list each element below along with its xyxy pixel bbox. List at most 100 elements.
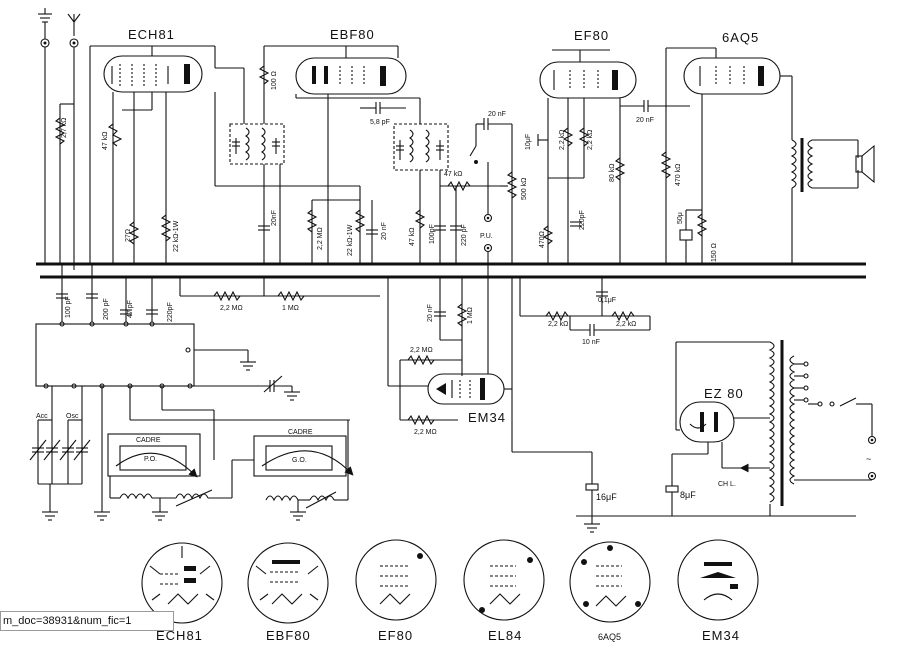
- r500k-label: 500 kΩ: [521, 178, 528, 200]
- power-transformer: [768, 340, 796, 506]
- mains-terminal-1: [867, 435, 877, 445]
- resistor-80k: [614, 157, 626, 181]
- antenna-icon: [67, 13, 81, 270]
- resistor-2m2: [306, 209, 318, 233]
- tube-ef80-label: EF80: [574, 28, 609, 43]
- c47pf-label: 47 pF: [127, 300, 134, 318]
- ac-symbol: ~: [866, 454, 871, 464]
- cadre-po: [107, 433, 201, 477]
- c220pf-c-label: 220pF: [167, 302, 174, 322]
- r47k-b-label: 47 kΩ: [444, 171, 462, 178]
- r100-label: 100 Ω: [271, 71, 278, 90]
- resistor-2m2-em34-b: [407, 414, 435, 426]
- c8uf-label: 8μF: [680, 490, 696, 500]
- pu-label: P.U.: [480, 233, 493, 240]
- r150-label: 150 Ω: [711, 243, 718, 262]
- r22m-b-label: 2,2 MΩ: [410, 347, 433, 354]
- po-label: P.O.: [144, 456, 157, 463]
- r22m-c-label: 2,2 MΩ: [414, 429, 437, 436]
- resistor-22k-1w-b: [354, 209, 366, 233]
- r22k1w-b-label: 22 kΩ-1W: [347, 224, 354, 256]
- tube-ef80: [539, 61, 637, 99]
- c01uf-label: 0,1μF: [598, 297, 616, 304]
- coil-go-1: [265, 495, 299, 502]
- r22k-a-label: 2,2 kΩ: [559, 130, 566, 150]
- url-fragment: m_doc=38931&num_fic=1: [0, 611, 174, 631]
- resistor-47k: [107, 123, 123, 147]
- c16uf-label: 16μF: [596, 492, 617, 502]
- r470k-label: 470 kΩ: [675, 164, 682, 186]
- cadre-go: [253, 435, 347, 477]
- r470-label: 470Ω: [539, 231, 546, 248]
- socket-6aq5-label: 6AQ5: [598, 632, 621, 642]
- r27-label: 27Ω: [125, 229, 132, 242]
- tube-6aq5-label: 6AQ5: [722, 30, 759, 45]
- osc-label: Osc: [66, 413, 79, 420]
- mains-switch: [839, 397, 873, 436]
- cadre1-label: CADRE: [136, 437, 161, 444]
- module-pins-top: [43, 321, 193, 389]
- c20nf-a-label: 20nF: [271, 210, 278, 226]
- socket-ebf80: [247, 542, 329, 624]
- resistor-2k2-d: [611, 310, 635, 322]
- r22k-b-label: 2,2 kΩ: [587, 130, 594, 150]
- r22m-a-label: 2,2 MΩ: [220, 305, 243, 312]
- tube-ez80-label: EZ 80: [704, 386, 744, 401]
- socket-em34: [677, 539, 759, 621]
- r22k-c-label: 2,2 kΩ: [548, 321, 568, 328]
- r22k1w-label: 22 kΩ-1W: [173, 220, 180, 252]
- if-transformer-1: [229, 123, 285, 165]
- resistor-27: [128, 221, 140, 245]
- r27k-label: 2,7 kΩ: [61, 118, 68, 138]
- r47k-c-label: 47 kΩ: [409, 228, 416, 246]
- socket-ef80-label: EF80: [378, 628, 413, 643]
- resistor-2m2-em34-a: [407, 354, 435, 366]
- tube-ebf80: [295, 57, 407, 95]
- c220pf-b-label: 220pF: [579, 210, 586, 230]
- resistor-2k2-a: [562, 127, 574, 147]
- c100pf-label: 100pF: [429, 224, 436, 244]
- tube-em34: [427, 373, 505, 405]
- pu-terminal-2: [483, 243, 493, 253]
- c20nf-e-label: 20 nF: [427, 304, 434, 322]
- resistor-47k-h: [447, 180, 471, 192]
- resistor-22k-1w: [160, 214, 172, 242]
- go-label: G.O.: [292, 457, 307, 464]
- if-transformer-2: [393, 123, 449, 171]
- c220pf-label: 220 pF: [461, 224, 468, 246]
- c58-label: 5,8 pF: [370, 119, 390, 126]
- cadre2-label: CADRE: [288, 429, 313, 436]
- tube-ech81: [103, 55, 203, 93]
- c200pf-label: 200 pF: [103, 298, 110, 320]
- socket-em34-label: EM34: [702, 628, 740, 643]
- tube-ebf80-label: EBF80: [330, 27, 375, 42]
- socket-el84: [463, 539, 545, 621]
- c10nf-label: 10 nF: [582, 339, 600, 346]
- socket-ech81-label: ECH81: [156, 628, 203, 643]
- variable-caps: [29, 386, 91, 485]
- c20nf-b-label: 20 nF: [381, 222, 388, 240]
- c100pf-b-label: 100 pF: [65, 296, 72, 318]
- socket-el84-label: EL84: [488, 628, 522, 643]
- r1m-b-label: 1 MΩ: [467, 307, 474, 324]
- r22m-label: 2,2 MΩ: [317, 227, 324, 250]
- resistor-2k2-c: [545, 310, 569, 322]
- c20nf-d-label: 20 nF: [636, 117, 654, 124]
- r47k-label: 47 kΩ: [102, 132, 109, 150]
- r22k-d-label: 2,2 kΩ: [616, 321, 636, 328]
- resistor-1m-em34: [456, 303, 468, 327]
- acc-label: Acc: [36, 413, 48, 420]
- voltage-taps: [794, 361, 835, 407]
- socket-ef80: [355, 539, 437, 621]
- resistor-150: [696, 213, 708, 237]
- resistor-2k7: [54, 117, 66, 145]
- resistor-1m-h: [277, 290, 305, 302]
- chl-label: CH L.: [718, 481, 736, 488]
- coil-po-1: [119, 493, 153, 500]
- pu-terminal-1: [483, 213, 493, 223]
- resistor-47k-b: [414, 209, 426, 229]
- output-transformer: [790, 138, 814, 192]
- resistor-100: [258, 65, 270, 85]
- socket-ech81: [141, 542, 223, 624]
